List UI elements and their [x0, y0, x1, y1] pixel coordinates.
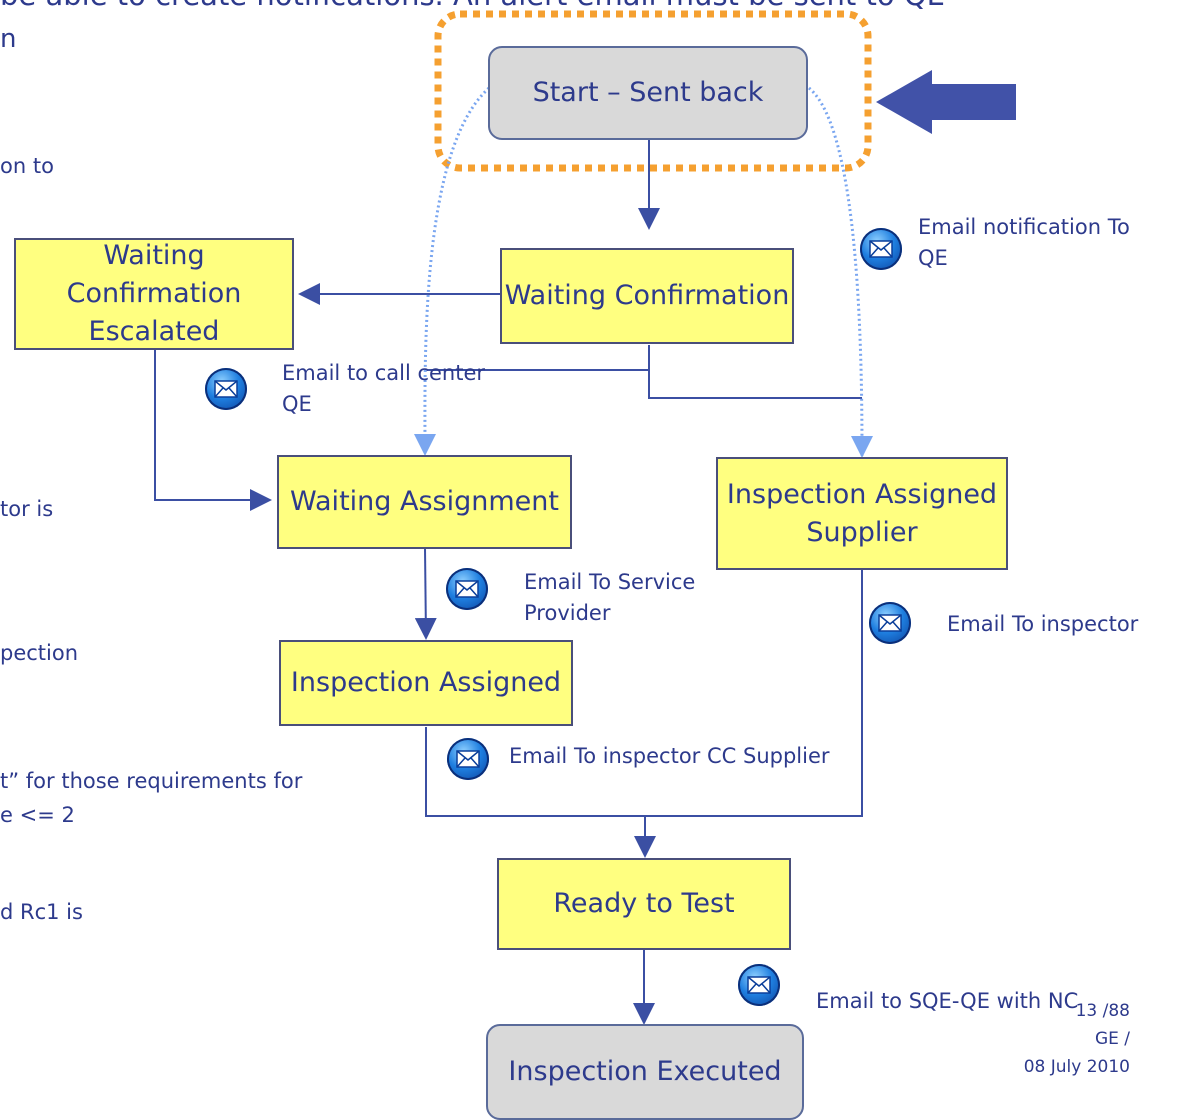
pointer-arrow: [876, 70, 1016, 134]
envelope-icon: [738, 964, 780, 1006]
node-label: Inspection Assigned Supplier: [726, 478, 998, 548]
footer-date: 08 July 2010: [1023, 1057, 1130, 1077]
node-label: Start – Sent back: [532, 77, 764, 108]
envelope-icon: [869, 602, 911, 644]
email-label-notification-qe: Email notification To QE: [918, 215, 1130, 270]
slide-text-fragment: t” for those requirements for: [0, 769, 303, 793]
envelope-icon: [860, 228, 902, 270]
node-label: Waiting Confirmation Escalated: [66, 240, 242, 347]
node-start-sent-back[interactable]: Start – Sent back: [488, 46, 808, 140]
footer-company: GE /: [1094, 1029, 1130, 1049]
node-label: Waiting Confirmation: [504, 280, 790, 311]
node-ready-to-test[interactable]: Ready to Test: [497, 858, 791, 950]
node-label: Ready to Test: [553, 888, 735, 919]
slide-text-fragment: tor is: [0, 497, 54, 521]
node-waiting-assignment[interactable]: Waiting Assignment: [277, 455, 572, 549]
slide-text-top: be able to create notifications. An aler…: [0, 0, 945, 12]
page-number: 13 /88: [1075, 1001, 1130, 1021]
email-label-service-provider: Email To Service Provider: [524, 570, 696, 625]
highlight-box: [434, 10, 872, 172]
email-label-inspector-cc-supplier: Email To inspector CC Supplier: [509, 744, 830, 768]
email-label-call-center: Email to call center QE: [282, 361, 486, 416]
node-inspection-executed[interactable]: Inspection Executed: [486, 1024, 804, 1120]
envelope-icon: [447, 738, 489, 780]
envelope-icon: [205, 368, 247, 410]
slide-text-fragment: d Rc1 is: [0, 900, 83, 924]
envelope-icon: [446, 568, 488, 610]
node-inspection-assigned-supplier[interactable]: Inspection Assigned Supplier: [716, 457, 1008, 570]
slide-text-fragment: on to: [0, 154, 54, 178]
slide-text-fragment: pection: [0, 641, 79, 665]
email-label-sqe-qe-nc: Email to SQE-QE with NC: [816, 989, 1079, 1013]
node-label: Inspection Executed: [508, 1056, 782, 1087]
node-waiting-confirmation-escalated[interactable]: Waiting Confirmation Escalated: [14, 238, 294, 350]
email-label-inspector: Email To inspector: [947, 612, 1139, 636]
slide-text-fragment: n: [0, 24, 17, 54]
node-label: Inspection Assigned: [290, 667, 562, 698]
node-label: Waiting Assignment: [290, 486, 559, 517]
slide-text-fragment: e <= 2: [0, 803, 75, 827]
node-waiting-confirmation[interactable]: Waiting Confirmation: [500, 248, 794, 344]
node-inspection-assigned[interactable]: Inspection Assigned: [279, 640, 573, 726]
